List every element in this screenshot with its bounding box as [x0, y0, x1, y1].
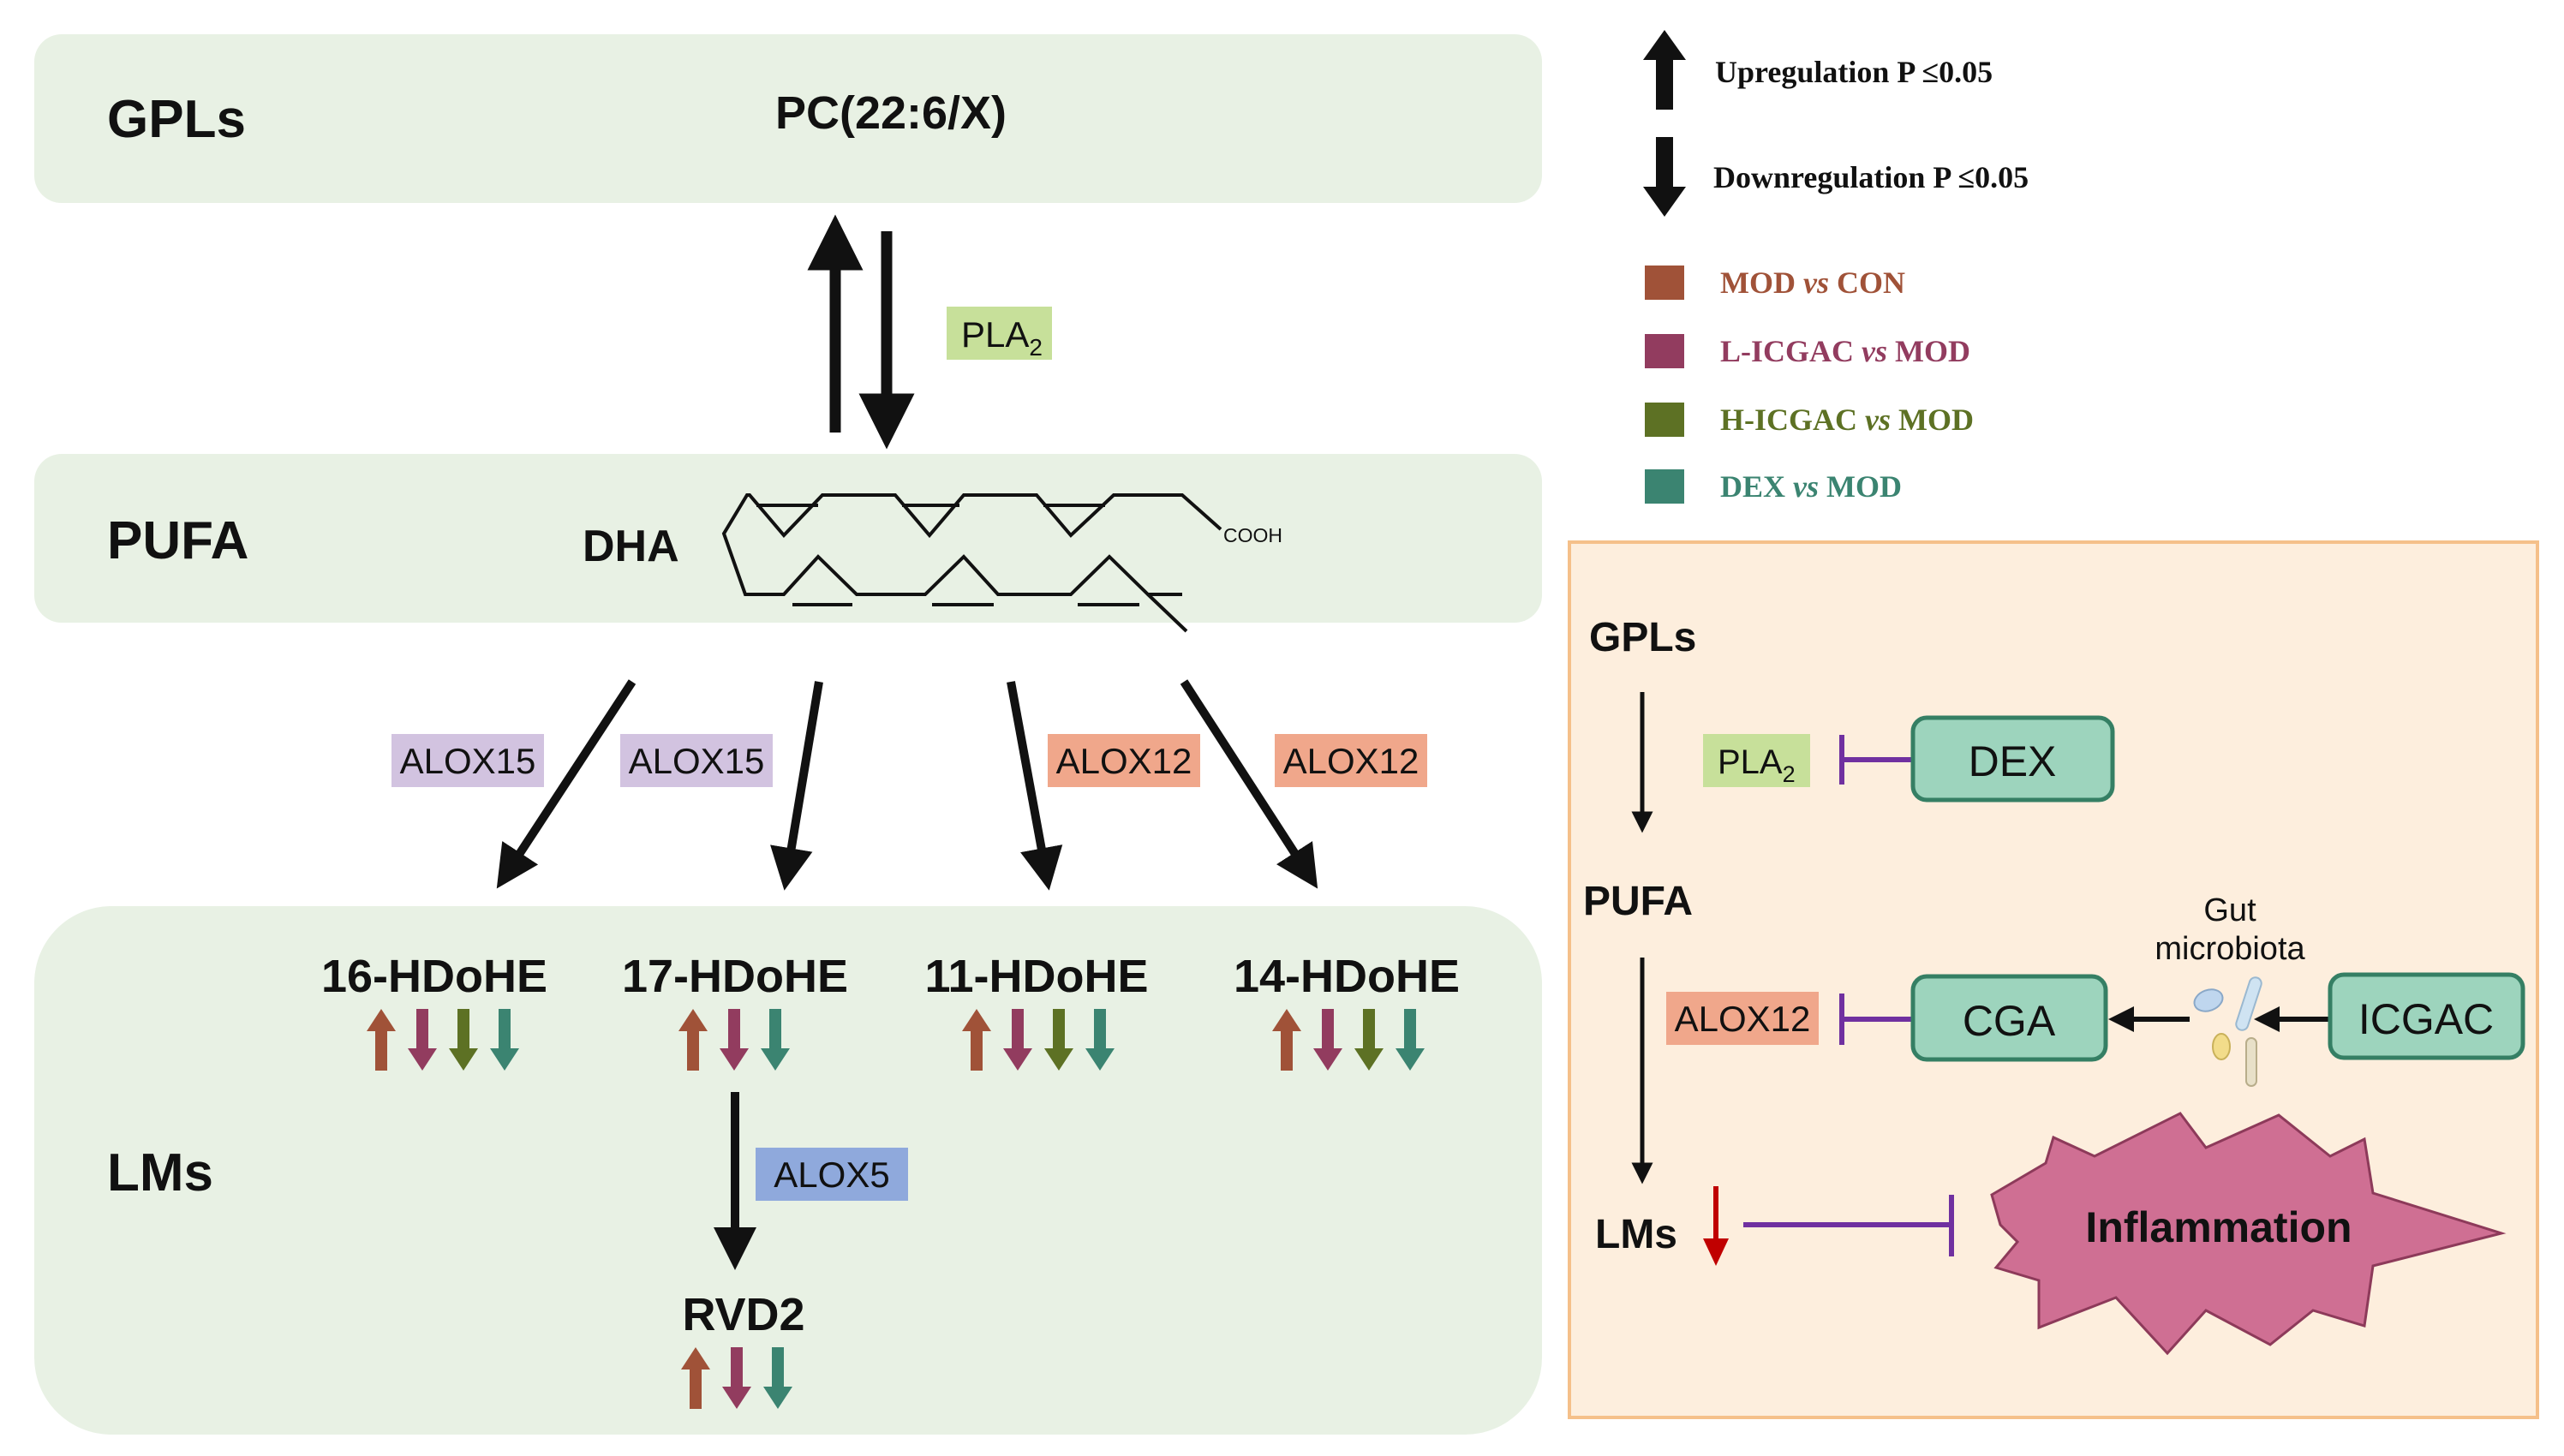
- legend-up-arrow-icon: [1643, 30, 1686, 110]
- down-arrow-icon: [761, 1009, 790, 1071]
- down-arrow-icon: [449, 1009, 478, 1071]
- layer-label-lms: LMs: [107, 1143, 213, 1202]
- summary-pla2-badge: PLA2: [1703, 734, 1810, 787]
- legend-hicgac-mod: H-ICGAC vs MOD: [1720, 403, 1974, 437]
- summary-pufa: PUFA: [1583, 879, 1693, 924]
- product-14-hdohe: 14-HDoHE: [1234, 951, 1460, 1002]
- summary-lms-down-arrow-icon: [1703, 1186, 1729, 1266]
- alox15-badge-b: ALOX15: [620, 734, 773, 787]
- down-arrow-icon: [1313, 1009, 1342, 1071]
- legend-down-label: Downregulation P ≤0.05: [1713, 160, 2029, 194]
- summary-dex-inhibit: [1839, 735, 1913, 785]
- cooh-label: COOH: [1223, 524, 1282, 546]
- alox5-badge: ALOX5: [756, 1148, 908, 1201]
- svg-text:CGA: CGA: [1963, 997, 2056, 1045]
- up-arrow-icon: [962, 1009, 991, 1071]
- regulation-arrows-14-hdohe: [1272, 1009, 1425, 1071]
- regulation-arrows-rvd2: [681, 1347, 792, 1409]
- summary-microbiota-label: microbiota: [2155, 931, 2305, 967]
- alox15-badge-a: ALOX15: [391, 734, 544, 787]
- pla2-label: PLA2: [961, 314, 1043, 361]
- regulation-arrows-17-hdohe: [678, 1009, 790, 1071]
- summary-lms: LMs: [1595, 1212, 1677, 1257]
- down-arrow-icon: [722, 1347, 751, 1409]
- product-rvd2: RVD2: [682, 1289, 804, 1340]
- legend-dex-mod: DEX vs MOD: [1720, 469, 1902, 504]
- summary-cga-inhibit: [1839, 994, 1913, 1045]
- svg-text:ALOX15: ALOX15: [629, 741, 765, 781]
- down-arrow-icon: [1396, 1009, 1425, 1071]
- legend-swatch-mod-con: [1645, 266, 1684, 300]
- summary-alox12-badge: ALOX12: [1666, 992, 1819, 1045]
- summary-icgac-box: ICGAC: [2328, 972, 2525, 1060]
- arrow-to-17-hdohe: [770, 681, 823, 891]
- svg-text:ICGAC: ICGAC: [2358, 995, 2494, 1043]
- regulation-arrows-11-hdohe: [962, 1009, 1115, 1071]
- product-17-hdohe: 17-HDoHE: [622, 951, 848, 1002]
- down-arrow-icon: [1085, 1009, 1115, 1071]
- down-arrow-icon: [763, 1347, 792, 1409]
- product-11-hdohe: 11-HDoHE: [924, 951, 1148, 1002]
- legend-down-arrow-icon: [1643, 137, 1686, 217]
- alox12-badge-a: ALOX12: [1048, 734, 1200, 787]
- svg-text:PLA2: PLA2: [1718, 743, 1796, 787]
- summary-gut-label: Gut: [2203, 892, 2256, 928]
- summary-inflammation-label: Inflammation: [2085, 1203, 2352, 1251]
- down-arrow-icon: [1354, 1009, 1384, 1071]
- arrow-to-14-hdohe: [1180, 679, 1318, 889]
- layer-label-gpls: GPLs: [107, 90, 246, 149]
- arrow-to-16-hdohe: [496, 679, 637, 889]
- down-arrow-icon: [408, 1009, 437, 1071]
- pc-label: PC(22:6/X): [775, 87, 1007, 139]
- svg-text:ALOX5: ALOX5: [774, 1155, 889, 1195]
- svg-text:ALOX12: ALOX12: [1675, 999, 1811, 1039]
- product-16-hdohe: 16-HDoHE: [321, 951, 547, 1002]
- alox12-badge-b: ALOX12: [1275, 734, 1427, 787]
- gut-microbiota-icon: [2193, 976, 2262, 1087]
- legend-swatch-dex-mod: [1645, 469, 1684, 504]
- up-arrow-icon: [1272, 1009, 1301, 1071]
- legend-up-label: Upregulation P ≤0.05: [1715, 55, 1993, 89]
- legend-licgac-mod: L-ICGAC vs MOD: [1720, 334, 1970, 368]
- down-arrow-icon: [1003, 1009, 1032, 1071]
- legend-mod-con: MOD vs CON: [1720, 266, 1905, 300]
- summary-gpls: GPLs: [1589, 615, 1696, 660]
- down-arrow-icon: [490, 1009, 519, 1071]
- pufa-panel: [34, 454, 1542, 623]
- svg-text:ALOX15: ALOX15: [400, 741, 536, 781]
- summary-lms-inhibit: [1743, 1195, 1954, 1256]
- pla2-badge: PLA2: [947, 307, 1052, 361]
- summary-cga-box: CGA: [1910, 974, 2108, 1062]
- inflammation-burst: Inflammation: [1990, 1112, 2507, 1356]
- svg-text:ALOX12: ALOX12: [1283, 741, 1419, 781]
- svg-text:DEX: DEX: [1969, 737, 2057, 785]
- down-arrow-icon: [1044, 1009, 1073, 1071]
- regulation-arrows-16-hdohe: [367, 1009, 519, 1071]
- dha-structure: [721, 493, 1222, 633]
- legend: Upregulation P ≤0.05 Downregulation P ≤0…: [1643, 30, 2029, 504]
- arrow-to-11-hdohe: [1007, 681, 1063, 891]
- up-arrow-icon: [367, 1009, 396, 1071]
- dha-label: DHA: [583, 522, 679, 571]
- legend-swatch-licgac-mod: [1645, 334, 1684, 368]
- summary-dex-box: DEX: [1910, 715, 2115, 803]
- up-arrow-icon: [678, 1009, 708, 1071]
- gpls-panel: [34, 34, 1542, 203]
- layer-label-pufa: PUFA: [107, 511, 248, 570]
- down-arrow-icon: [720, 1009, 749, 1071]
- up-arrow-icon: [681, 1347, 710, 1409]
- svg-text:ALOX12: ALOX12: [1056, 741, 1192, 781]
- legend-swatch-hicgac-mod: [1645, 403, 1684, 437]
